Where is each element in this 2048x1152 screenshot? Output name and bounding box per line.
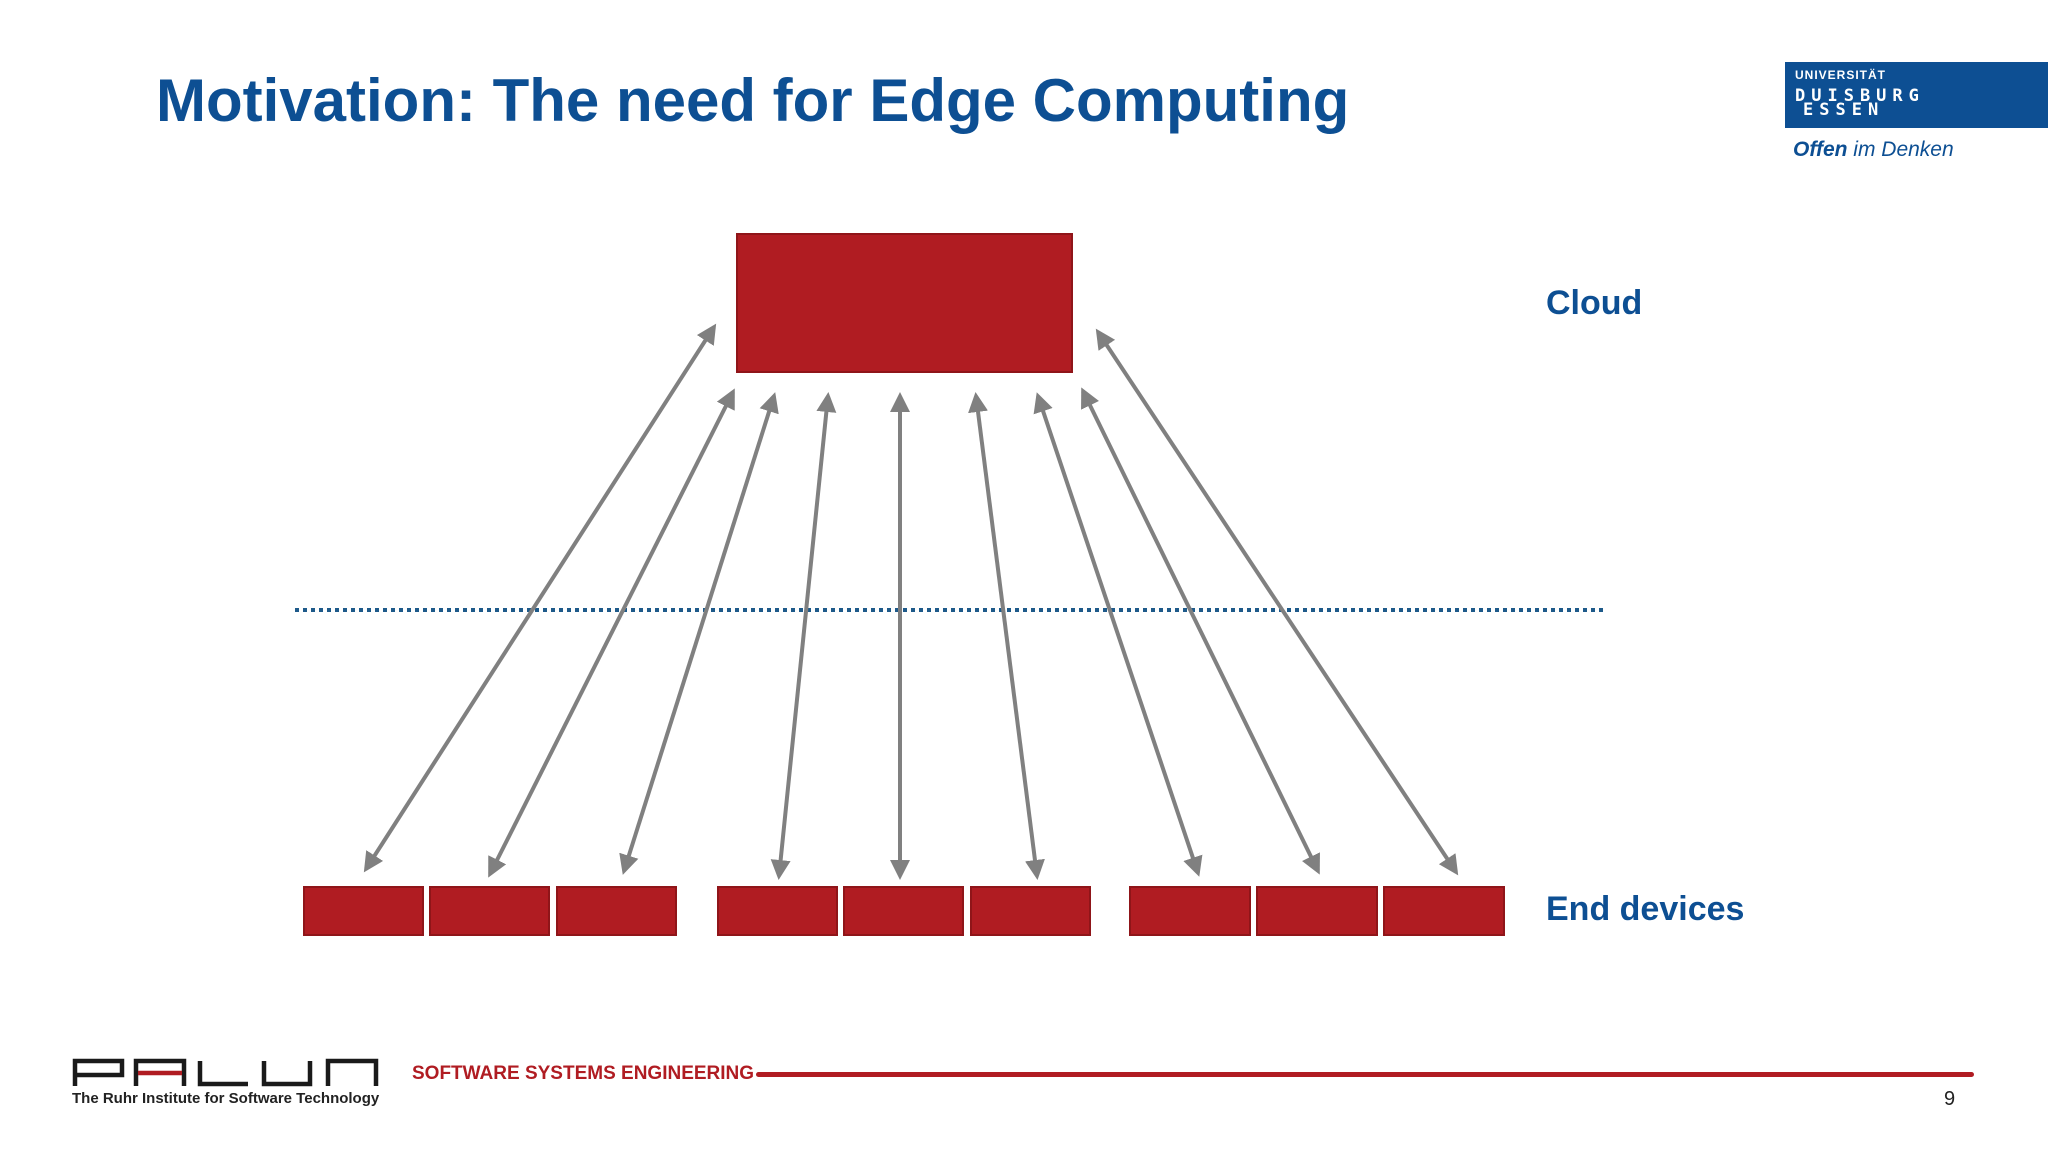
end-device-group-3: [1129, 886, 1505, 936]
cloud-node: [736, 233, 1073, 373]
end-device: [429, 886, 550, 936]
end-device-group-2: [717, 886, 1091, 936]
footer-divider: [756, 1072, 1974, 1077]
university-logo-small-text: UNIVERSITÄT: [1795, 68, 1887, 82]
end-devices-label: End devices: [1546, 890, 1745, 928]
end-device: [1129, 886, 1251, 936]
paluno-logo: PALUNO: [72, 1058, 390, 1093]
connection-arrow-2: [488, 388, 735, 878]
connection-arrow-6: [968, 392, 1045, 880]
page-number: 9: [1944, 1088, 1956, 1110]
university-logo: UNIVERSITÄT DUISBURG ESSEN: [1785, 62, 2048, 128]
slide-title: Motivation: The need for Edge Computing: [156, 67, 1350, 134]
connection-arrow-1: [363, 323, 717, 873]
end-device: [970, 886, 1091, 936]
university-logo-line1: DUISBURG: [1795, 86, 1925, 106]
university-tagline-rest: im Denken: [1847, 138, 1954, 161]
connection-arrow-7: [1033, 392, 1203, 877]
paluno-subtitle: The Ruhr Institute for Software Technolo…: [72, 1090, 380, 1107]
end-device: [556, 886, 677, 936]
connections: [363, 323, 1459, 880]
paluno-logo-wordmark: [72, 1058, 379, 1087]
end-device-group-1: [303, 886, 677, 936]
university-tagline-bold: Offen: [1793, 138, 1848, 161]
end-device: [717, 886, 838, 936]
cloud-label: Cloud: [1546, 284, 1643, 322]
connection-arrow-4: [770, 392, 837, 880]
connection-arrow-9: [1095, 328, 1459, 876]
end-device: [1383, 886, 1505, 936]
end-device: [303, 886, 424, 936]
end-device: [1256, 886, 1378, 936]
university-tagline: Offen im Denken: [1793, 138, 1954, 162]
university-logo-line2: ESSEN: [1803, 100, 1885, 120]
end-device: [843, 886, 964, 936]
section-label: SOFTWARE SYSTEMS ENGINEERING: [412, 1063, 755, 1084]
connection-arrow-3: [619, 392, 779, 875]
